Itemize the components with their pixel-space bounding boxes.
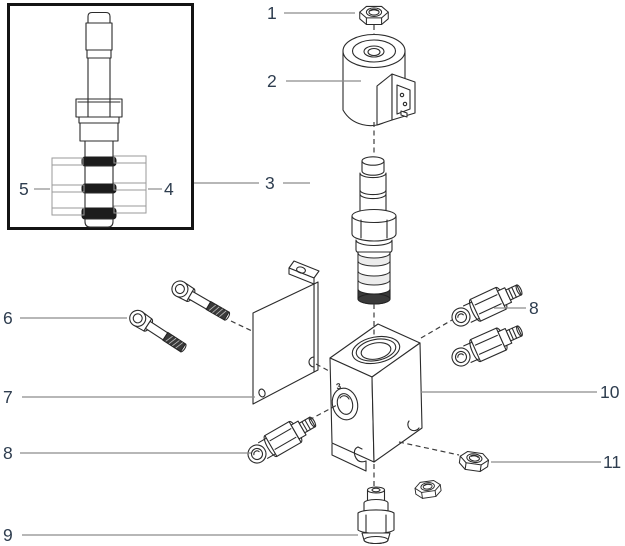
- callout-11: 11: [603, 452, 621, 472]
- bottom-fitting: [357, 486, 395, 545]
- mounting-bolt-1: [126, 306, 190, 357]
- manifold-block: 3: [329, 323, 423, 472]
- valve-cartridge: [351, 156, 397, 305]
- hex-nut-right: [458, 450, 490, 473]
- callout-1: 1: [267, 3, 277, 23]
- callout-10: 10: [600, 382, 620, 402]
- inset-callout-brackets: [51, 155, 147, 216]
- fitting-right-lower: [447, 318, 527, 373]
- callout-5: 5: [19, 179, 29, 199]
- callout-8-right: 8: [529, 298, 539, 318]
- callout-9: 9: [3, 525, 13, 545]
- block-port-marking: 3: [335, 381, 342, 392]
- callout-4: 4: [164, 179, 174, 199]
- hex-nut-small: [413, 479, 443, 500]
- fitting-right-upper: [447, 277, 527, 333]
- callout-6: 6: [3, 308, 13, 328]
- explosion-dashed-lines: [230, 25, 460, 487]
- bracket-plate: [252, 260, 320, 405]
- mounting-bolt-2: [168, 277, 233, 325]
- callout-labels: 1 2 3 6 7 8 8 9 10 11: [3, 3, 621, 545]
- callout-3: 3: [265, 173, 275, 193]
- block-foot: [331, 443, 367, 472]
- solenoid-coil: [342, 33, 416, 127]
- hex-nut-top: [359, 5, 389, 26]
- leader-lines: [20, 12, 601, 536]
- coil-connector: [376, 73, 416, 126]
- inset-detail-view: 5 4: [7, 3, 194, 230]
- callout-7: 7: [3, 387, 13, 407]
- callout-8-left: 8: [3, 443, 13, 463]
- inset-border-box: [7, 3, 194, 230]
- inset-cartridge-drawing: [75, 11, 123, 228]
- fitting-left: [242, 410, 321, 470]
- callout-2: 2: [267, 71, 277, 91]
